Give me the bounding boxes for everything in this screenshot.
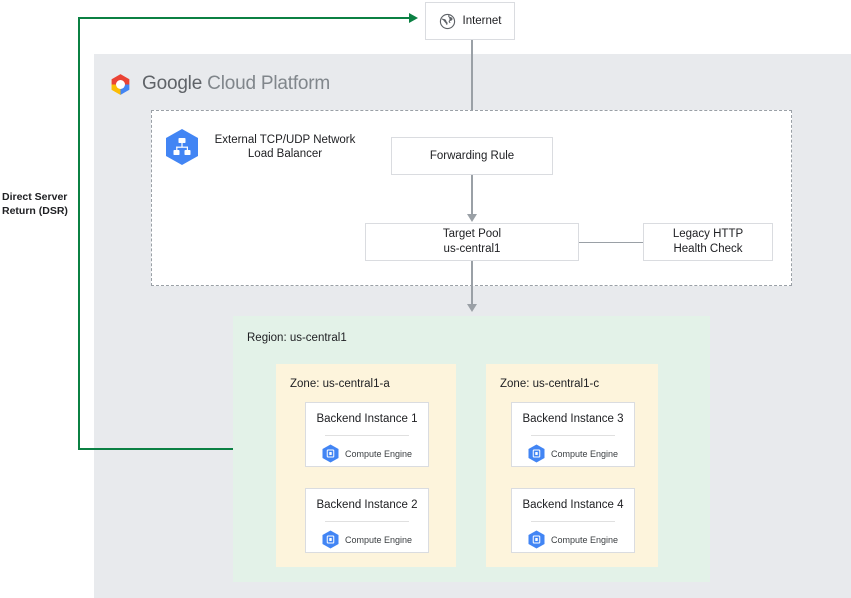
health-check-line2: Health Check: [673, 243, 743, 255]
compute-engine-icon: [528, 530, 545, 549]
target-pool-node[interactable]: Target Pool us-central1: [365, 223, 579, 261]
google-cloud-platform-logo: [108, 72, 133, 97]
divider: [325, 435, 409, 436]
compute-engine-icon: [528, 444, 545, 463]
forwarding-rule-label: Forwarding Rule: [429, 149, 515, 162]
instance-product: Compute Engine: [322, 530, 412, 549]
dsr-label: Direct Server Return (DSR): [2, 190, 88, 218]
target-pool-line1: Target Pool: [442, 228, 502, 240]
zone-label: Zone: us-central1-c: [500, 378, 600, 390]
instance-product-label: Compute Engine: [344, 534, 413, 545]
divider: [531, 435, 615, 436]
connector-internet-to-forwarding-rule: [471, 40, 473, 129]
dsr-label-line1: Direct Server: [2, 191, 68, 203]
instance-product-label: Compute Engine: [550, 534, 619, 545]
zone-container-us-central1-a: Zone: us-central1-a Backend Instance 1 C…: [276, 364, 456, 567]
connector-target-pool-to-health-check: [579, 242, 643, 243]
health-check-line1: Legacy HTTP: [672, 228, 744, 240]
instance-title: Backend Instance 2: [316, 499, 418, 511]
dsr-path-bottom-horizontal: [78, 448, 234, 450]
compute-engine-icon: [322, 444, 339, 463]
forwarding-rule-node[interactable]: Forwarding Rule: [391, 137, 553, 175]
backend-instance-card[interactable]: Backend Instance 3 Compute Engine: [511, 402, 635, 467]
network-load-balancer-icon: [165, 128, 199, 166]
gcp-branding: Google Cloud Platform: [108, 70, 428, 98]
gcp-wordmark: Google Cloud Platform: [142, 73, 330, 95]
backend-instance-card[interactable]: Backend Instance 4 Compute Engine: [511, 488, 635, 553]
target-pool-line2: us-central1: [443, 243, 501, 255]
connector-target-pool-to-region: [471, 261, 473, 306]
dsr-label-line2: Return (DSR): [2, 205, 68, 217]
instance-title: Backend Instance 3: [522, 413, 624, 425]
zone-container-us-central1-c: Zone: us-central1-c Backend Instance 3 C…: [486, 364, 658, 567]
region-label: Region: us-central1: [247, 332, 347, 344]
health-check-node[interactable]: Legacy HTTP Health Check: [643, 223, 773, 261]
target-pool-text: Target Pool us-central1: [443, 227, 501, 257]
load-balancer-title: External TCP/UDP Network Load Balancer: [209, 133, 361, 161]
internet-node[interactable]: Internet: [425, 2, 515, 40]
internet-label: Internet: [462, 15, 502, 27]
instance-title: Backend Instance 1: [316, 413, 418, 425]
load-balancer-title-line1: External TCP/UDP Network: [214, 134, 356, 146]
load-balancer-title-line2: Load Balancer: [247, 148, 323, 160]
instance-product-label: Compute Engine: [550, 448, 619, 459]
backend-instance-card[interactable]: Backend Instance 2 Compute Engine: [305, 488, 429, 553]
instance-product: Compute Engine: [528, 444, 618, 463]
divider: [325, 521, 409, 522]
compute-engine-icon: [322, 530, 339, 549]
gcp-wordmark-google: Google: [142, 73, 203, 94]
arrowhead-icon: [467, 304, 477, 312]
gcp-wordmark-cloud-platform: Cloud Platform: [207, 73, 331, 94]
load-balancer-header: External TCP/UDP Network Load Balancer: [165, 125, 365, 169]
globe-icon: [439, 13, 456, 30]
divider: [531, 521, 615, 522]
instance-product: Compute Engine: [322, 444, 412, 463]
instance-title: Backend Instance 4: [522, 499, 624, 511]
instance-product-label: Compute Engine: [344, 448, 413, 459]
dsr-path-top-horizontal: [78, 17, 410, 19]
health-check-text: Legacy HTTP Health Check: [673, 227, 743, 257]
arrowhead-icon: [467, 214, 477, 222]
backend-instance-card[interactable]: Backend Instance 1 Compute Engine: [305, 402, 429, 467]
instance-product: Compute Engine: [528, 530, 618, 549]
zone-label: Zone: us-central1-a: [290, 378, 390, 390]
dsr-path-vertical: [78, 17, 80, 450]
connector-forwarding-rule-to-target-pool: [471, 175, 473, 215]
dsr-arrowhead-icon: [409, 13, 418, 23]
